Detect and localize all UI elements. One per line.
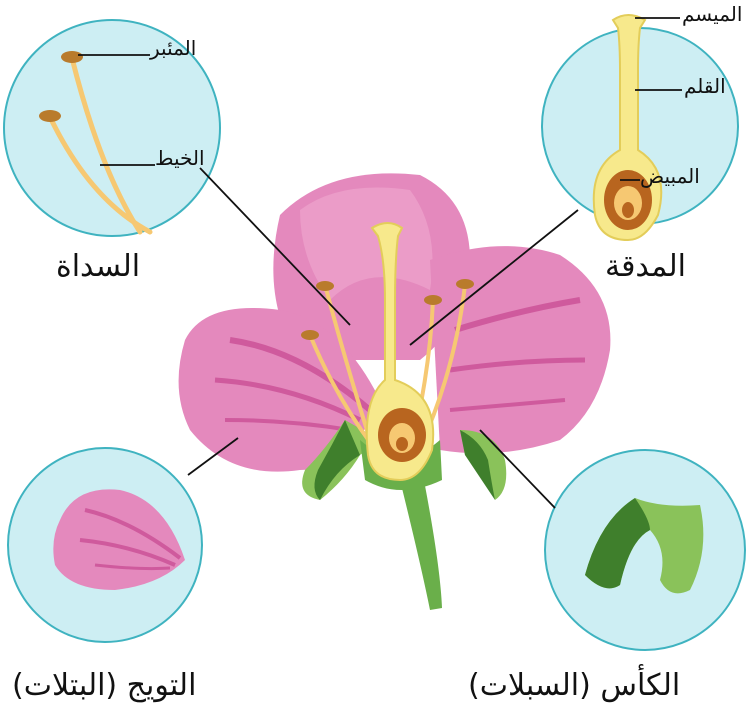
corolla-label: التويج (البتلات) — [12, 671, 196, 701]
stigma-label: الميسم — [682, 4, 742, 24]
ovary-label: المبيض — [640, 166, 700, 186]
calyx-label: الكأس (السبلات) — [468, 671, 680, 701]
pistil-label: المدقة — [605, 252, 686, 282]
filament-label: الخيط — [155, 148, 205, 168]
calyx-detail-circle — [545, 450, 745, 650]
style-label: القلم — [684, 76, 726, 96]
anther-label: المئبر — [150, 38, 196, 58]
stamen-label: السداة — [56, 252, 140, 282]
